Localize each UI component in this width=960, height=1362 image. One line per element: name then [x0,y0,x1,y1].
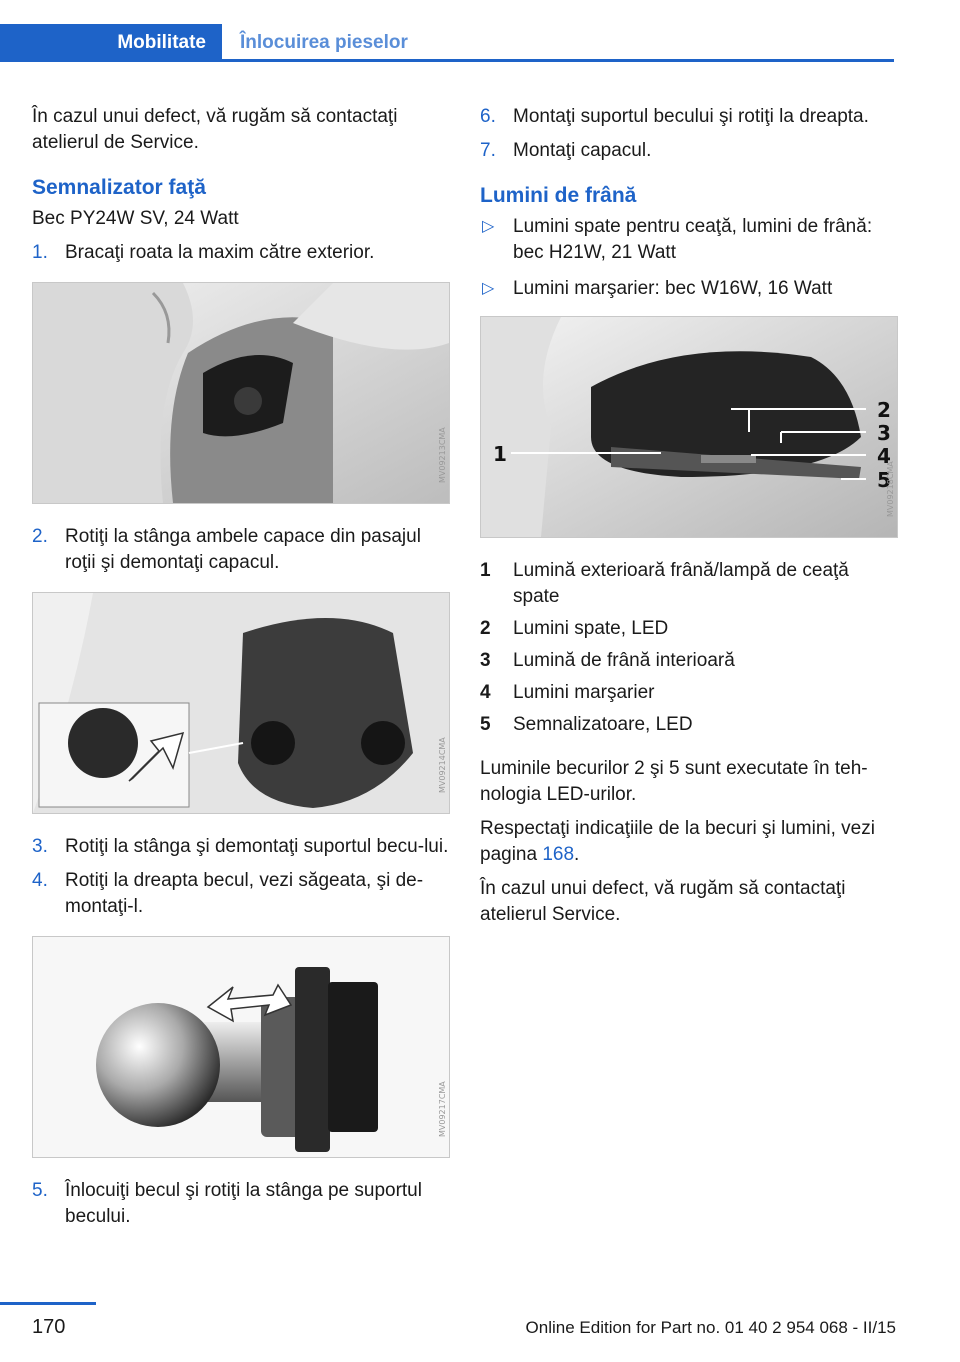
step-text: Montaţi suportul becului şi rotiţi la dr… [513,106,869,127]
step-text: Rotiţi la dreapta becul, vezi săgeata, ş… [65,870,424,917]
tab-inlocuirea-pieselor[interactable]: Înlocuirea pieselor [240,32,408,53]
service-note: În cazul unui defect, vă rugăm să contac… [480,878,846,925]
legend-row: 1 Lumină exterioară frână/lampă de ceaţă … [480,558,898,610]
bullet-item: ▷ Lumini marşarier: bec W16W, 16 Watt [480,276,898,302]
step-text: Rotiţi la stânga ambele capace din pasaj… [65,526,421,573]
figure-code: MV09213CMA [438,427,447,483]
step-number: 3. [32,836,48,857]
step-number: 6. [480,106,496,127]
figure-tail-light: 1 2 3 4 5 MV09218CMA [480,316,898,538]
reference-note: Respectaţi indicaţiile de la becuri şi l… [480,816,898,868]
legend-value: Lumini marşarier [513,682,655,703]
bullet-text: Lumini spate pentru ceaţă, lumini de frâ… [513,216,873,263]
legend-key: 1 [480,560,491,581]
step-6: 6. Montaţi suportul becului şi rotiţi la… [480,104,898,130]
section-heading-front-indicator: Semnalizator faţă [32,176,206,199]
step-number: 4. [32,870,48,891]
legend-row: 4 Lumini marşarier [480,680,898,706]
left-column: În cazul unui defect, vă rugăm să contac… [32,104,450,1238]
step-text: Bracaţi roata la maxim către exterior. [65,242,375,263]
step-3: 3. Rotiţi la stânga şi demontaţi suportu… [32,834,450,860]
edition-text: Online Edition for Part no. 01 40 2 954 … [525,1318,896,1337]
triangle-bullet-icon: ▷ [482,280,495,297]
triangle-bullet-icon: ▷ [482,218,495,235]
step-5: 5. Înlocuiţi becul şi rotiţi la stânga p… [32,1178,450,1230]
step-4: 4. Rotiţi la dreapta becul, vezi săgeata… [32,868,450,920]
figure-legend: 1 Lumină exterioară frână/lampă de ceaţă … [480,558,898,738]
legend-key: 3 [480,650,491,671]
callout-4: 4 [877,444,891,468]
figure-wheel-arch: MV09213CMA [32,282,450,504]
legend-value: Lumină de frână interioară [513,650,735,671]
figure-wheel-arch-covers: MV09214CMA [32,592,450,814]
legend-value: Semnalizatoare, LED [513,714,693,735]
step-number: 5. [32,1180,48,1201]
legend-key: 5 [480,714,491,735]
legend-key: 4 [480,682,491,703]
reference-period: . [574,844,580,865]
legend-value: Lumină exterioară frână/lampă de ceaţă s… [513,560,849,607]
callout-5: 5 [877,468,891,492]
tab-mobilitate[interactable]: Mobilitate [0,24,222,62]
bullet-text: Lumini marşarier: bec W16W, 16 Watt [513,278,833,299]
bullet-item: ▷ Lumini spate pentru ceaţă, lumini de f… [480,214,898,266]
callout-2: 2 [877,398,891,422]
reference-text: Respectaţi indicaţiile de la becuri şi l… [480,818,875,865]
figure-code: MV09214CMA [438,737,447,793]
legend-row: 2 Lumini spate, LED [480,616,898,642]
section-heading-brake-lights: Lumini de frână [480,184,637,207]
led-note: Luminile becurilor 2 şi 5 sunt executate… [480,758,868,805]
step-number: 7. [480,140,496,161]
bulb-spec: Bec PY24W SV, 24 Watt [32,208,239,229]
step-7: 7. Montaţi capacul. [480,138,898,164]
step-1: 1. Bracaţi roata la maxim către exterior… [32,240,450,266]
legend-key: 2 [480,618,491,639]
legend-row: 3 Lumină de frână interioară [480,648,898,674]
figure-bulb-holder: MV09217CMA [32,936,450,1158]
header-rule [0,59,894,62]
figure-code: MV09218CMA [886,461,895,517]
step-text: Înlocuiţi becul şi rotiţi la stânga pe s… [65,1180,422,1227]
step-number: 2. [32,526,48,547]
step-text: Rotiţi la stânga şi demontaţi suportul b… [65,836,449,857]
header-tab-bar: Mobilitate Înlocuirea pieselor [0,24,894,62]
page-number: 170 [32,1316,66,1338]
legend-value: Lumini spate, LED [513,618,669,639]
footer-rule [0,1302,96,1305]
step-number: 1. [32,242,48,263]
figure-code: MV09217CMA [438,1081,447,1137]
step-text: Montaţi capacul. [513,140,652,161]
legend-row: 5 Semnalizatoare, LED [480,712,898,738]
step-2: 2. Rotiţi la stânga ambele capace din pa… [32,524,450,576]
page-link-168[interactable]: 168 [542,844,575,865]
callout-3: 3 [877,421,891,445]
intro-text: În cazul unui defect, vă rugăm să contac… [32,106,398,153]
right-column: 6. Montaţi suportul becului şi rotiţi la… [480,104,898,936]
callout-1: 1 [493,442,507,466]
